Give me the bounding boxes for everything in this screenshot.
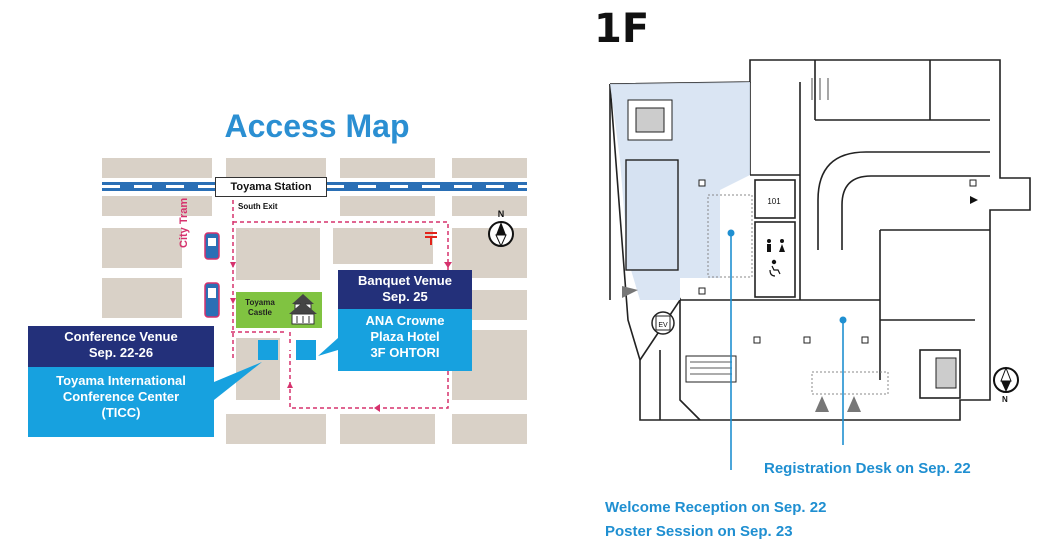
banquet-name-line3: 3F OHTORI	[370, 345, 440, 360]
city-block	[102, 158, 212, 178]
conference-venue-line1: Conference Venue	[64, 329, 178, 344]
svg-text:N: N	[498, 209, 505, 219]
conference-venue-line2: Sep. 22-26	[88, 345, 154, 360]
conference-venue-heading: Conference Venue Sep. 22-26	[28, 326, 214, 367]
castle-label: Toyama Castle	[245, 298, 275, 317]
city-block	[340, 414, 435, 444]
conference-name-line1: Toyama International	[56, 373, 186, 388]
station-label: Toyama Station	[215, 177, 327, 197]
conference-venue-marker	[258, 340, 278, 360]
compass-icon: N	[488, 209, 514, 248]
conference-venue-name: Toyama International Conference Center (…	[28, 367, 214, 437]
registration-desk-label: Registration Desk on Sep. 22	[764, 460, 971, 477]
banquet-venue-heading: Banquet Venue Sep. 25	[338, 270, 472, 309]
city-block	[102, 228, 182, 268]
banquet-venue-name: ANA Crowne Plaza Hotel 3F OHTORI	[338, 309, 472, 371]
banquet-venue-line1: Banquet Venue	[358, 273, 452, 288]
banquet-venue-marker	[296, 340, 316, 360]
city-block	[226, 158, 326, 178]
city-block	[452, 158, 527, 178]
access-map-title: Access Map	[224, 108, 410, 144]
floor-title: 1F	[594, 6, 650, 52]
banquet-venue-line2: Sep. 25	[382, 289, 428, 304]
room-101-label: 101	[767, 197, 781, 206]
poster-session-label: Poster Session on Sep. 23	[605, 523, 793, 540]
city-block	[102, 278, 182, 318]
south-exit-label: South Exit	[238, 202, 278, 211]
banquet-name-line2: Plaza Hotel	[370, 329, 440, 344]
city-block	[236, 228, 320, 280]
conference-name-line3: (TICC)	[101, 405, 141, 420]
banquet-name-line1: ANA Crowne	[365, 313, 445, 328]
city-block	[452, 414, 527, 444]
elevator-label: EV	[658, 322, 668, 329]
welcome-reception-label: Welcome Reception on Sep. 22	[605, 499, 827, 516]
floor-compass-letter: N	[1002, 395, 1008, 404]
city-block	[340, 196, 435, 216]
city-block	[226, 414, 326, 444]
conference-name-line2: Conference Center	[62, 389, 180, 404]
city-block	[102, 196, 212, 216]
city-block	[340, 158, 435, 178]
city-block	[333, 228, 433, 264]
castle-icon	[289, 294, 317, 325]
city-block	[452, 196, 527, 216]
